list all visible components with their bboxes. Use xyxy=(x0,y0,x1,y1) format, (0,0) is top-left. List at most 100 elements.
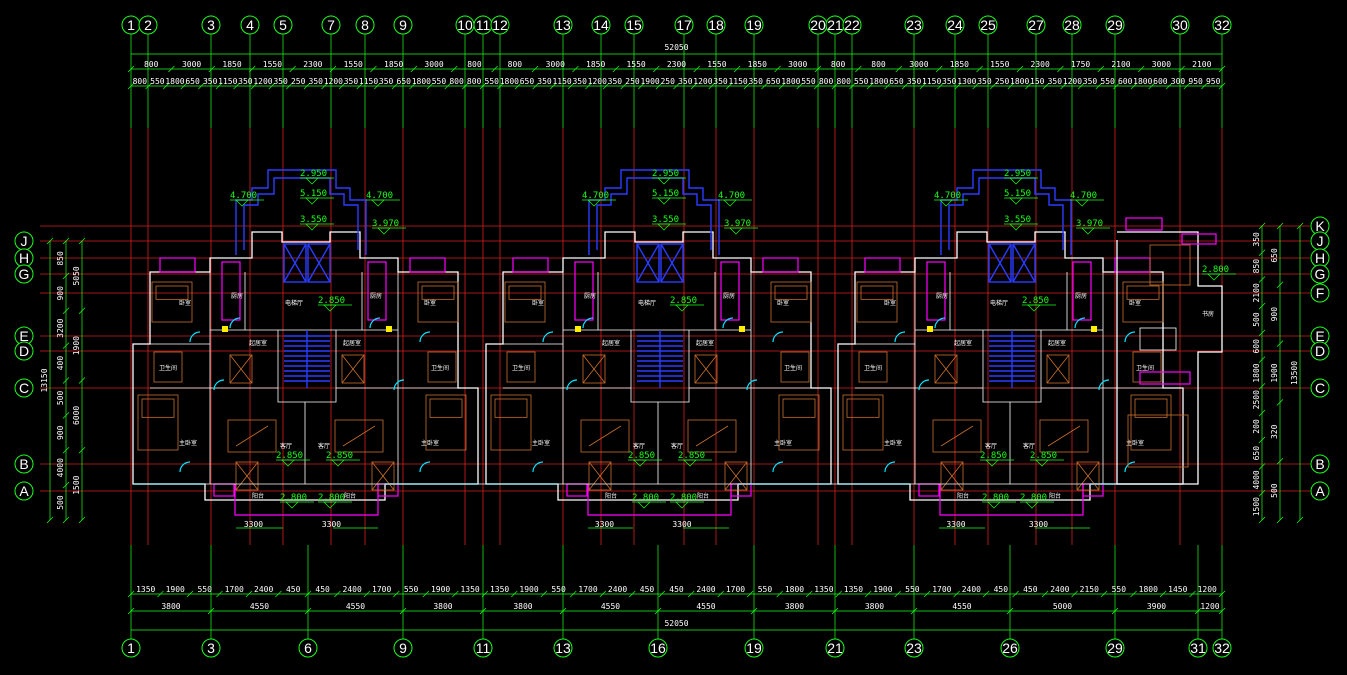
bubble-circle xyxy=(1188,638,1208,658)
bottom-row2-label: 3800 xyxy=(513,602,532,611)
axis-bubble: 13 xyxy=(553,638,573,658)
bubble-circle xyxy=(1212,638,1232,658)
room-label: 卧室 xyxy=(179,299,191,307)
top-row2-tick xyxy=(145,82,152,90)
left-inner-label: 400 xyxy=(56,356,65,371)
top-row2-tick xyxy=(1113,82,1120,90)
top-row2-tick xyxy=(1148,82,1155,90)
bottom-row2-tick xyxy=(1111,607,1119,615)
axis-bubble: G xyxy=(1310,264,1330,284)
left-inner-tick xyxy=(62,412,70,419)
bubble-label: E xyxy=(1315,328,1324,344)
bed xyxy=(770,281,812,323)
bubble-label: 27 xyxy=(1028,17,1044,33)
bubble-label: 30 xyxy=(1172,17,1188,33)
room-label: 厨房 xyxy=(936,292,948,300)
elevation-label: 4.700 xyxy=(366,191,393,201)
bubble-circle xyxy=(978,15,998,35)
top-row2-label: 1150 xyxy=(728,77,747,86)
bottom-row2-label: 4550 xyxy=(952,602,971,611)
table-cross xyxy=(235,461,259,491)
lift-cross xyxy=(283,243,331,283)
bottom-row1-tick xyxy=(923,590,931,598)
top-row1-tick xyxy=(1097,65,1105,73)
top-row2-tick xyxy=(620,82,627,90)
top-row1-label: 3000 xyxy=(424,60,443,69)
bubble-label: 7 xyxy=(327,17,335,33)
left-mid-label: 1500 xyxy=(72,475,81,494)
bubble-label: K xyxy=(1315,218,1325,234)
balcony-right xyxy=(762,257,799,273)
bubble-label: C xyxy=(19,380,29,396)
tower-balcony xyxy=(1125,217,1163,231)
top-row2-tick xyxy=(286,82,293,90)
bubble-label: 1 xyxy=(127,640,135,656)
top-row2-label: 550 xyxy=(1100,77,1115,86)
balcony-small xyxy=(213,483,235,497)
axis-bubble: 12 xyxy=(490,15,510,35)
table xyxy=(934,354,958,384)
bottom-row1-tick xyxy=(393,590,400,598)
bed xyxy=(490,394,532,451)
top-row2-label: 350 xyxy=(608,77,623,86)
axis-bubble: 7 xyxy=(321,15,341,35)
top-row1-tick xyxy=(935,65,943,73)
top-row1-label: 2300 xyxy=(667,60,686,69)
bottom-row1-tick xyxy=(363,590,371,598)
top-row1-label: 1550 xyxy=(263,60,282,69)
room-label: 阳台 xyxy=(957,492,969,500)
bubble-circle xyxy=(1170,15,1190,35)
top-row2-label: 350 xyxy=(907,77,922,86)
top-row2-label: 350 xyxy=(572,77,587,86)
top-row2-label: 800 xyxy=(467,77,482,86)
bubble-label: 19 xyxy=(746,640,762,656)
bottom-row1-label: 2400 xyxy=(962,585,981,594)
sofa xyxy=(334,419,384,453)
elevation-label: 2.800 xyxy=(318,493,345,503)
top-row2-label: 1300 xyxy=(957,77,976,86)
bubble-label: 22 xyxy=(844,17,860,33)
elevation-label: 4.700 xyxy=(582,191,609,201)
bubble-label: 6 xyxy=(304,640,312,656)
elevation-label: 2.850 xyxy=(628,451,655,461)
bottom-row1-tick xyxy=(1159,590,1167,598)
top-row2-tick xyxy=(374,82,381,90)
top-row2-label: 800 xyxy=(819,77,834,86)
bottom-row1-label: 1800 xyxy=(785,585,804,594)
top-row1-label: 2100 xyxy=(1111,60,1130,69)
top-row1-label: 2100 xyxy=(1192,60,1211,69)
axis-bubble: 29 xyxy=(1105,15,1125,35)
axis-bubble: 9 xyxy=(393,638,413,658)
bed-pillow xyxy=(429,398,463,418)
top-row2-label: 1200 xyxy=(1063,77,1082,86)
top-row2-tick xyxy=(462,82,469,90)
room-label: 卫生间 xyxy=(864,364,882,372)
top-row1-tick xyxy=(653,65,660,73)
elevation-label: 3.970 xyxy=(1076,219,1103,229)
bubble-label: 26 xyxy=(1002,640,1018,656)
top-row2-label: 350 xyxy=(977,77,992,86)
table xyxy=(1076,461,1100,491)
top-row2-tick xyxy=(937,82,944,90)
bed-pillow xyxy=(1134,398,1168,418)
axis-bubble: 19 xyxy=(744,15,764,35)
left-inner-tick xyxy=(62,447,70,454)
top-row2-tick xyxy=(1007,82,1015,90)
elevation-label: 2.950 xyxy=(300,169,327,179)
top-row2-tick xyxy=(550,82,557,90)
left-inner-label: 3200 xyxy=(56,318,65,337)
balcony-bottom xyxy=(939,484,1084,516)
axis-bubble: 21 xyxy=(825,638,845,658)
axis-bubble: D xyxy=(1310,341,1330,361)
bubble-label: 31 xyxy=(1190,640,1206,656)
bubble-label: 23 xyxy=(906,640,922,656)
top-row1-tick xyxy=(289,65,296,73)
room-label: 客厅 xyxy=(280,442,292,450)
left-inner-tick xyxy=(62,307,70,314)
bubble-circle xyxy=(321,15,341,35)
door-swing xyxy=(582,317,594,329)
top-row1-tick xyxy=(531,65,539,73)
axis-bubble: 31 xyxy=(1188,638,1208,658)
bottom-row1-tick xyxy=(599,590,607,598)
